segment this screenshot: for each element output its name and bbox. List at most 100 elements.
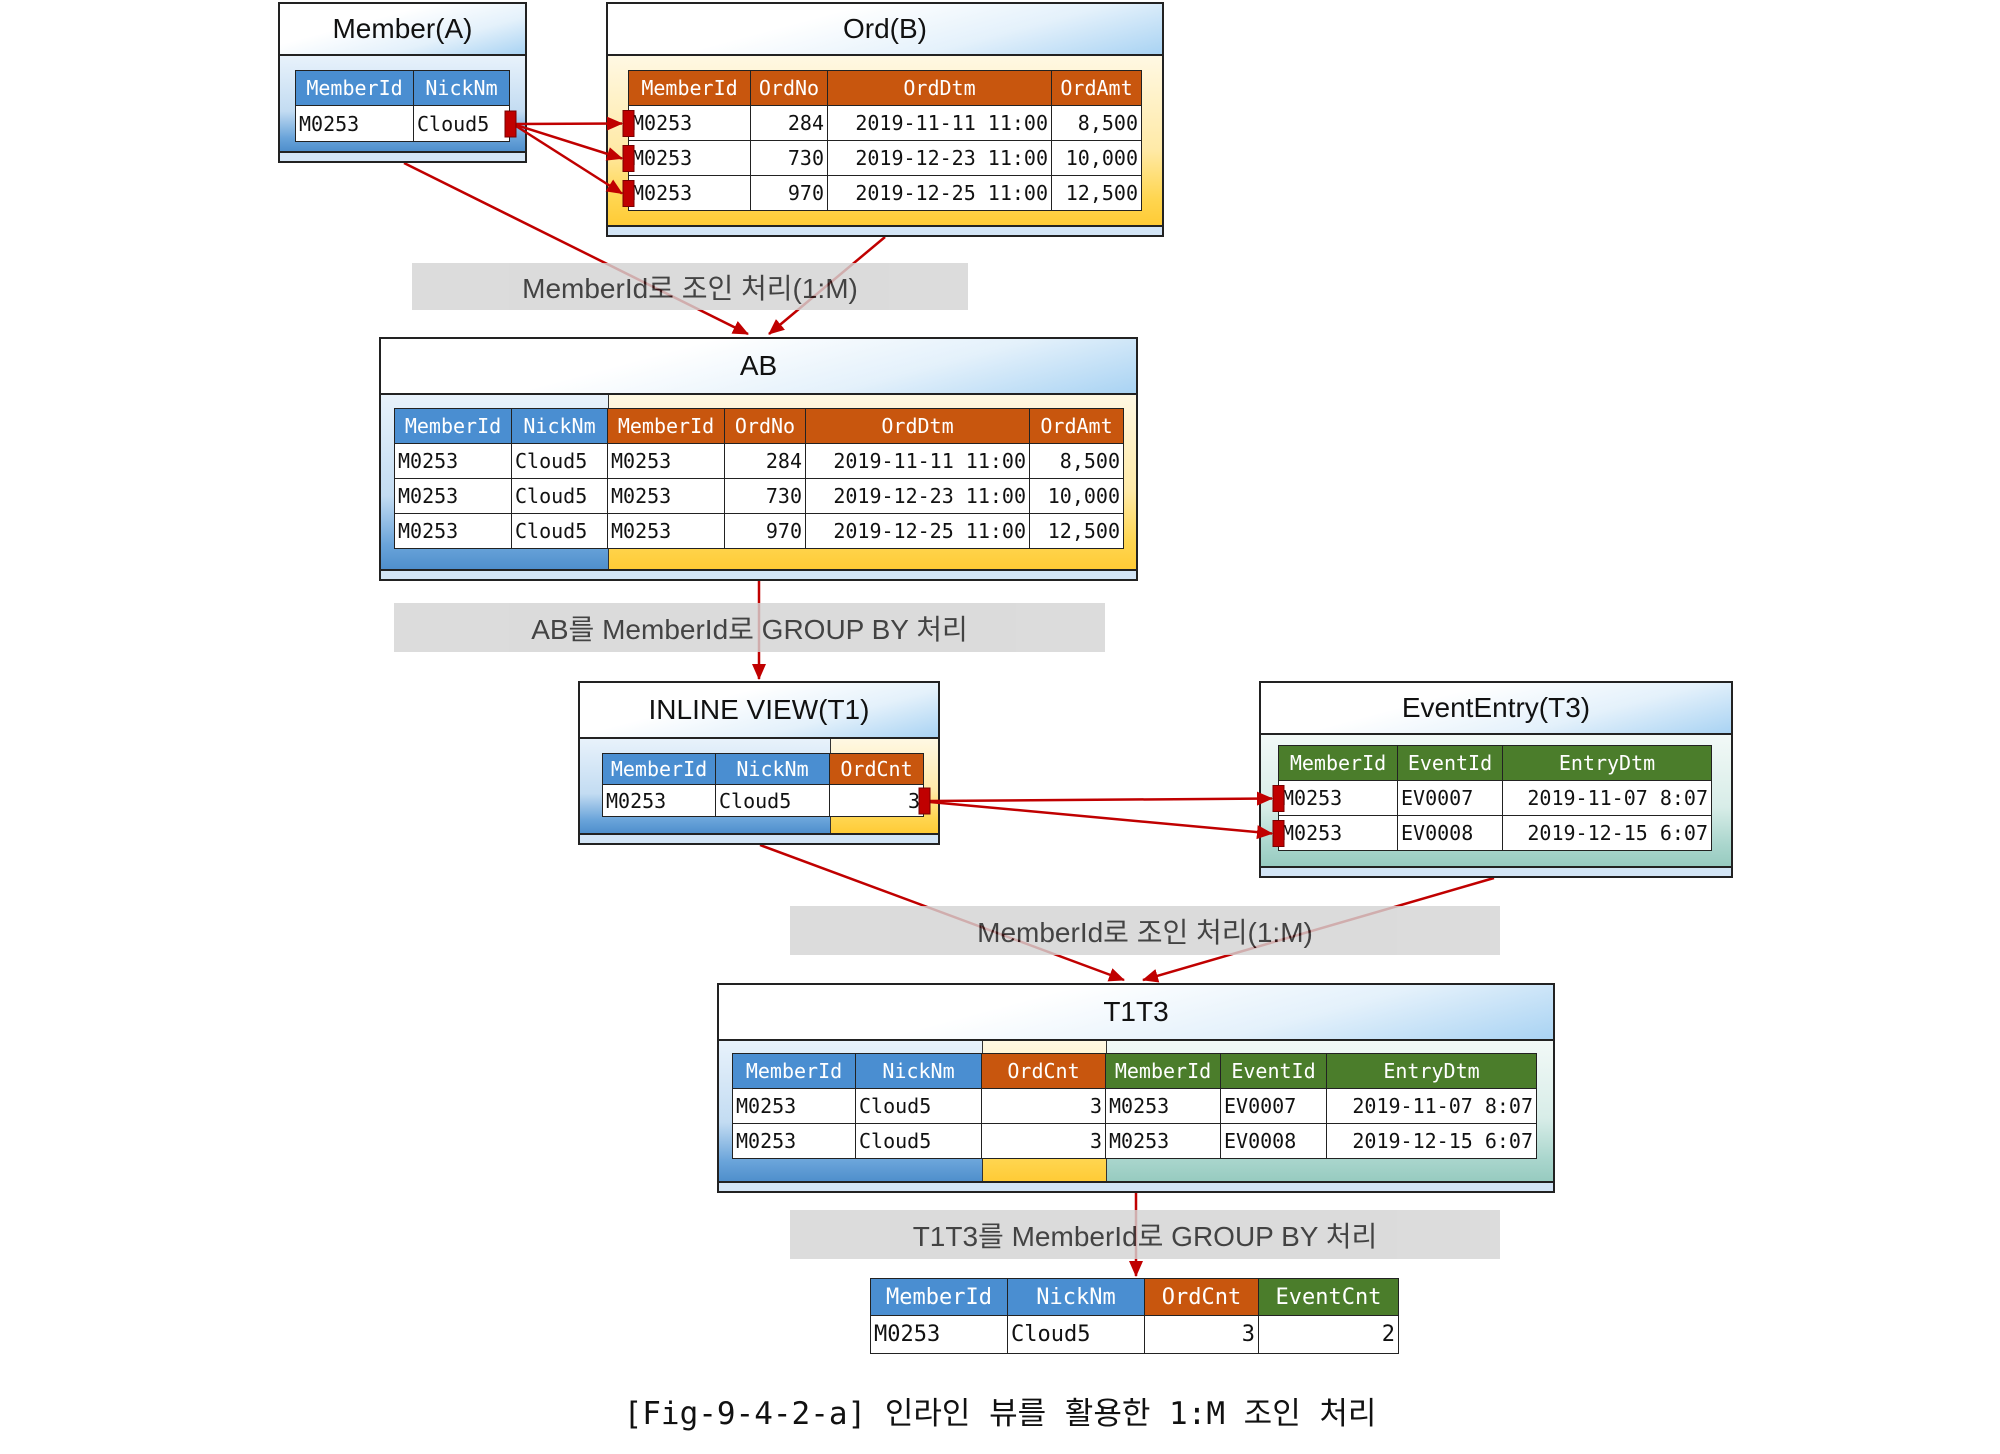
column-header-memberid: MemberId [1279, 746, 1398, 781]
ab-table: MemberId NickNm MemberId OrdNo OrdDtm Or… [394, 408, 1124, 549]
column-header-memberid: MemberId [395, 409, 512, 444]
cell-nicknm: Cloud5 [512, 514, 608, 549]
cell-eventid: EV0008 [1398, 816, 1503, 851]
column-header-ordno: OrdNo [751, 71, 828, 106]
cell-nicknm: Cloud5 [512, 479, 608, 514]
column-header-entrydtm: EntryDtm [1503, 746, 1712, 781]
cell-memberid: M0253 [608, 479, 725, 514]
cell-eventid: EV0008 [1221, 1124, 1327, 1159]
cell-ordamt: 12,500 [1030, 514, 1124, 549]
cell-ordno: 730 [751, 141, 828, 176]
column-header-orddtm: OrdDtm [806, 409, 1030, 444]
column-header-ordno: OrdNo [725, 409, 806, 444]
ord-b-title: Ord(B) [608, 4, 1162, 56]
cell-ordcnt: 3 [982, 1124, 1106, 1159]
cell-ordno: 970 [725, 514, 806, 549]
step-label-join-2: MemberId로 조인 처리(1:M) [790, 906, 1500, 955]
column-header-nicknm: NickNm [512, 409, 608, 444]
column-header-ordamt: OrdAmt [1030, 409, 1124, 444]
cell-memberid: M0253 [733, 1089, 856, 1124]
cell-orddtm: 2019-12-23 11:00 [806, 479, 1030, 514]
box-footer [381, 569, 1136, 579]
cell-memberid: M0253 [629, 106, 751, 141]
cell-entrydtm: 2019-12-15 6:07 [1327, 1124, 1537, 1159]
column-header-ordcnt: OrdCnt [830, 754, 924, 785]
column-header-nicknm: NickNm [716, 754, 830, 785]
column-header-eventcnt: EventCnt [1259, 1279, 1399, 1316]
cell-orddtm: 2019-12-25 11:00 [828, 176, 1052, 211]
column-header-ordcnt: OrdCnt [982, 1054, 1106, 1089]
ord-b-box: Ord(B) MemberId OrdNo OrdDtm OrdAmt M025… [606, 2, 1164, 237]
cell-memberid: M0253 [629, 176, 751, 211]
column-header-memberid: MemberId [608, 409, 725, 444]
column-header-eventid: EventId [1221, 1054, 1327, 1089]
inline-view-t1-box: INLINE VIEW(T1) MemberId NickNm OrdCnt M… [578, 681, 940, 845]
t1t3-box: T1T3 MemberId NickNm OrdCnt MemberId Eve… [717, 983, 1555, 1193]
figure-caption: [Fig-9-4-2-a] 인라인 뷰를 활용한 1:M 조인 처리 [623, 1396, 1377, 1432]
cell-ordno: 970 [751, 176, 828, 211]
cell-memberid: M0253 [733, 1124, 856, 1159]
box-footer [580, 833, 938, 843]
cell-memberid: M0253 [603, 785, 716, 817]
cell-nicknm: Cloud5 [716, 785, 830, 817]
member-a-table: MemberId NickNm M0253 Cloud5 [295, 70, 510, 142]
cell-memberid: M0253 [1106, 1124, 1221, 1159]
cell-nicknm: Cloud5 [856, 1124, 982, 1159]
cell-ordcnt: 3 [982, 1089, 1106, 1124]
column-header-orddtm: OrdDtm [828, 71, 1052, 106]
column-header-entrydtm: EntryDtm [1327, 1054, 1537, 1089]
cell-orddtm: 2019-11-11 11:00 [806, 444, 1030, 479]
column-header-nicknm: NickNm [856, 1054, 982, 1089]
cell-ordamt: 10,000 [1030, 479, 1124, 514]
cell-nicknm: Cloud5 [512, 444, 608, 479]
t1t3-title: T1T3 [719, 985, 1553, 1041]
cell-ordamt: 8,500 [1030, 444, 1124, 479]
column-header-memberid: MemberId [1106, 1054, 1221, 1089]
cell-eventcnt: 2 [1259, 1316, 1399, 1354]
cell-nicknm: Cloud5 [414, 106, 510, 142]
column-header-memberid: MemberId [603, 754, 716, 785]
cell-ordamt: 10,000 [1052, 141, 1142, 176]
column-header-ordamt: OrdAmt [1052, 71, 1142, 106]
cell-orddtm: 2019-12-23 11:00 [828, 141, 1052, 176]
column-header-nicknm: NickNm [414, 71, 510, 106]
cell-entrydtm: 2019-11-07 8:07 [1503, 781, 1712, 816]
cell-orddtm: 2019-12-25 11:00 [806, 514, 1030, 549]
cell-memberid: M0253 [395, 514, 512, 549]
event-entry-t3-table: MemberId EventId EntryDtm M0253 EV0007 2… [1278, 745, 1712, 851]
inline-view-t1-title: INLINE VIEW(T1) [580, 683, 938, 739]
box-footer [1261, 866, 1731, 876]
cell-memberid: M0253 [871, 1316, 1008, 1354]
cell-memberid: M0253 [1279, 781, 1398, 816]
ord-b-table: MemberId OrdNo OrdDtm OrdAmt M0253 284 2… [628, 70, 1142, 211]
cell-ordamt: 8,500 [1052, 106, 1142, 141]
box-footer [719, 1181, 1553, 1191]
cell-ordcnt: 3 [830, 785, 924, 817]
step-label-group-by-1: AB를 MemberId로 GROUP BY 처리 [394, 603, 1105, 652]
column-header-memberid: MemberId [733, 1054, 856, 1089]
cell-ordcnt: 3 [1145, 1316, 1259, 1354]
inline-view-t1-table: MemberId NickNm OrdCnt M0253 Cloud5 3 [602, 753, 924, 817]
column-header-memberid: MemberId [629, 71, 751, 106]
step-label-group-by-2: T1T3를 MemberId로 GROUP BY 처리 [790, 1210, 1500, 1259]
cell-nicknm: Cloud5 [1008, 1316, 1145, 1354]
event-entry-t3-title: EventEntry(T3) [1261, 683, 1731, 735]
cell-ordno: 284 [751, 106, 828, 141]
t1t3-table: MemberId NickNm OrdCnt MemberId EventId … [732, 1053, 1537, 1159]
cell-memberid: M0253 [395, 479, 512, 514]
cell-eventid: EV0007 [1398, 781, 1503, 816]
cell-ordno: 284 [725, 444, 806, 479]
cell-entrydtm: 2019-11-07 8:07 [1327, 1089, 1537, 1124]
cell-memberid: M0253 [1106, 1089, 1221, 1124]
cell-memberid: M0253 [629, 141, 751, 176]
cell-orddtm: 2019-11-11 11:00 [828, 106, 1052, 141]
cell-memberid: M0253 [1279, 816, 1398, 851]
cell-memberid: M0253 [395, 444, 512, 479]
member-a-box: Member(A) MemberId NickNm M0253 Cloud5 [278, 2, 527, 163]
cell-memberid: M0253 [608, 444, 725, 479]
box-footer [608, 225, 1162, 235]
column-header-nicknm: NickNm [1008, 1279, 1145, 1316]
column-header-memberid: MemberId [871, 1279, 1008, 1316]
cell-memberid: M0253 [608, 514, 725, 549]
